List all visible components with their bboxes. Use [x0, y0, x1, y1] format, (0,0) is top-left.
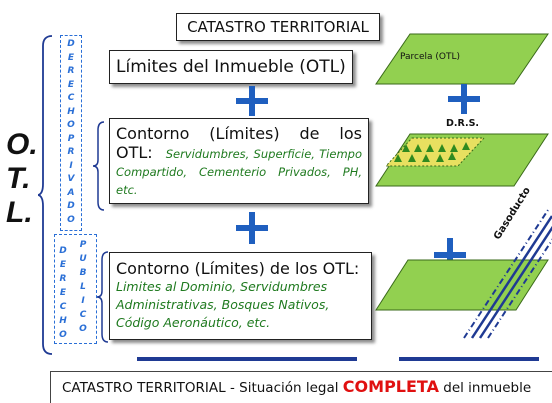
diagram-title: CATASTRO TERRITORIAL — [176, 13, 380, 41]
left-divider — [137, 357, 357, 361]
publico-text: PUBLICO — [79, 240, 87, 334]
otl-letter-o: O. — [6, 128, 38, 161]
contorno-heading-line1: Contorno (Límites) de los — [116, 124, 362, 143]
contorno-privado-box: Contorno (Límites) de los OTL: Servidumb… — [109, 118, 369, 204]
derecho-text: DERECHO — [59, 246, 67, 340]
right-divider — [399, 357, 539, 361]
gasoducto-plane — [375, 209, 552, 339]
plus-icon — [236, 86, 268, 116]
summary-suffix: del inmueble — [443, 380, 532, 396]
otl-brace — [38, 35, 53, 355]
privado-brace — [92, 121, 105, 211]
plus-icon — [434, 238, 466, 272]
publico-details: Limites al Dominio, Servidumbres Adminis… — [116, 279, 330, 330]
drs-label: D.R.S. — [446, 118, 480, 129]
drs-plane — [375, 133, 549, 187]
limites-inmueble-box: Límites del Inmueble (OTL) — [109, 50, 353, 84]
derecho-publico-label: DERECHO PUBLICO — [54, 234, 97, 344]
contorno-heading-line2: OTL: — [116, 143, 153, 162]
contorno-details: Servidumbres, Superficie, Tiempo Compart… — [116, 147, 362, 197]
parcela-label: Parcela (OTL) — [400, 52, 461, 62]
plus-icon — [448, 84, 480, 114]
parcela-plane — [375, 33, 549, 85]
plus-icon — [236, 212, 268, 244]
derecho-privado-label: DERECHO PRIVADO — [60, 35, 82, 231]
summary-bar: CATASTRO TERRITORIAL - Situación legal C… — [50, 371, 552, 403]
summary-prefix: CATASTRO TERRITORIAL - Situación legal — [62, 380, 339, 396]
summary-highlight: COMPLETA — [342, 377, 439, 396]
publico-brace — [96, 251, 109, 343]
otl-letter-t: T. — [6, 162, 31, 195]
otl-letter-l: L. — [6, 196, 33, 229]
derecho-privado-text: DERECHO PRIVADO — [67, 39, 75, 225]
publico-heading: Contorno (Límites) de los OTL: — [116, 259, 360, 278]
contorno-publico-box: Contorno (Límites) de los OTL: Limites a… — [109, 252, 372, 340]
